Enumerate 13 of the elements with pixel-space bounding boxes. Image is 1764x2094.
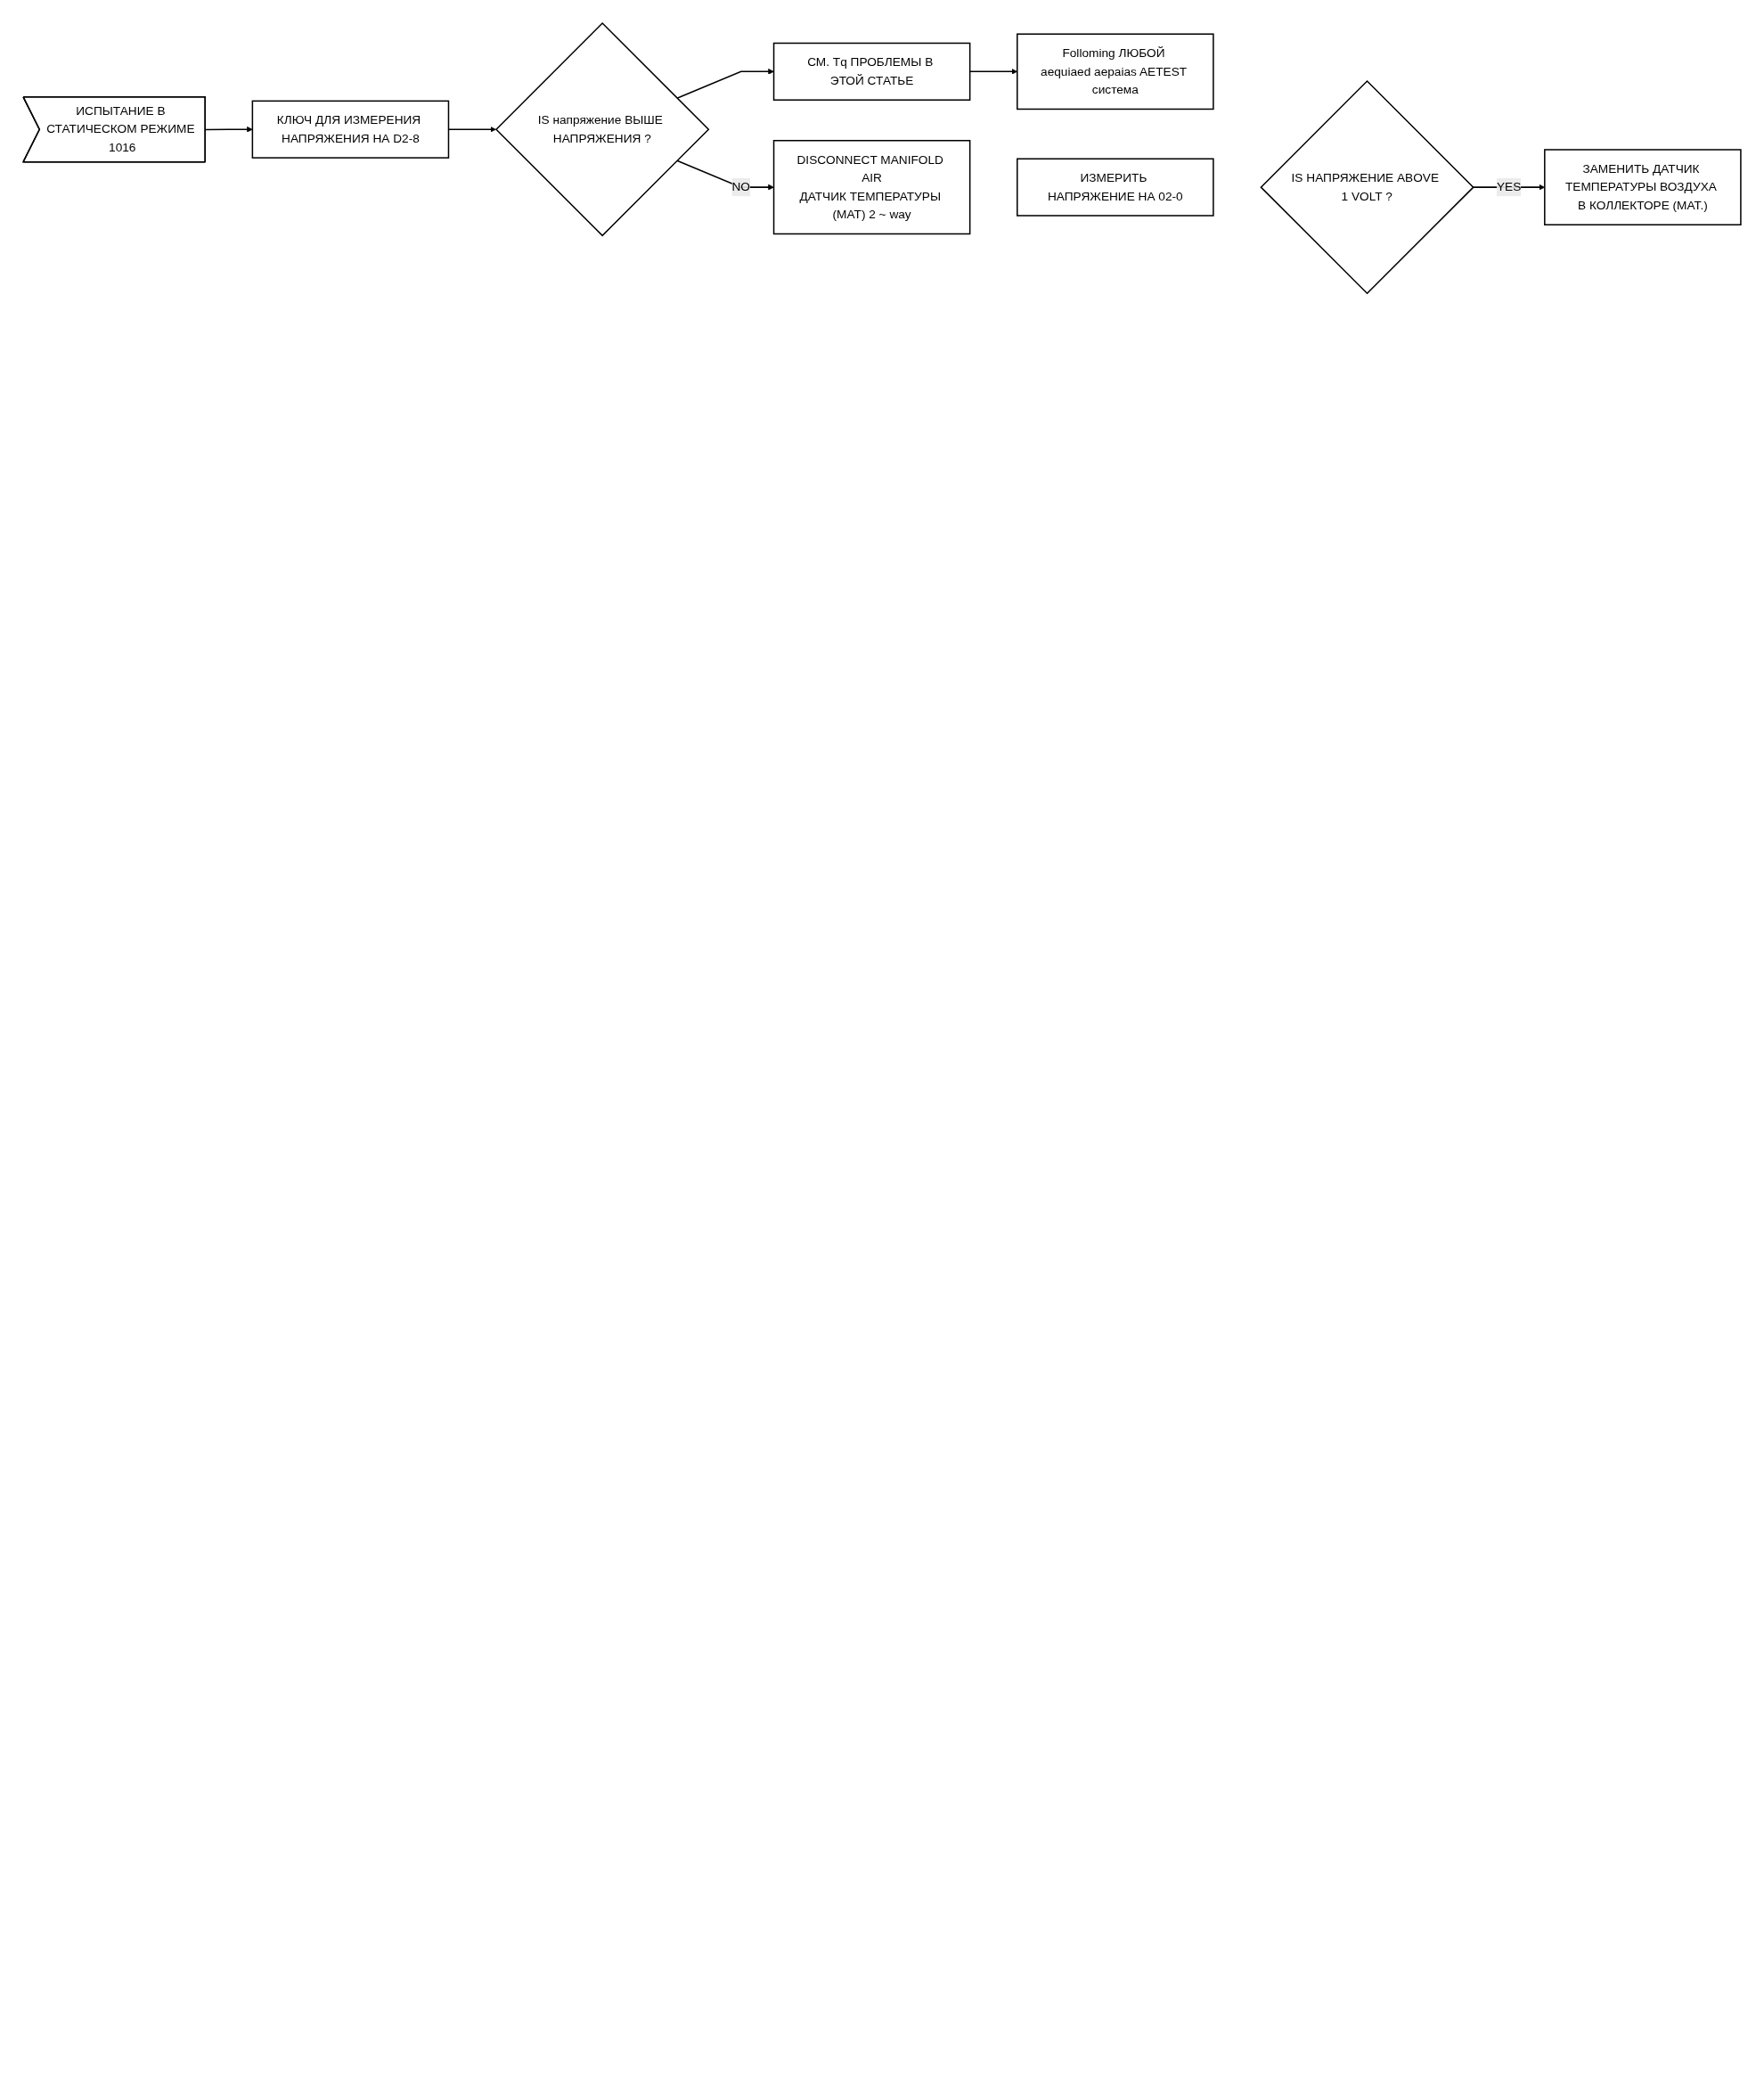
- node-diamond: IS напряжение ВЫШЕ НАПРЯЖЕНИЯ ?: [494, 22, 710, 237]
- edge-label: YES: [1496, 180, 1522, 194]
- node-box: ЗАМЕНИТЬ ДАТЧИК ТЕМПЕРАТУРЫ ВОЗДУХА В КОЛЛЕКТОРЕ (MAT.): [1544, 149, 1742, 225]
- arrow: [676, 160, 774, 191]
- node-box: DISCONNECT MANIFOLD AIR ДАТЧИК ТЕМПЕРАТУРЫ (MAT) 2 ~ way: [772, 140, 971, 235]
- arrow: [204, 126, 253, 133]
- node-box: Folloming ЛЮБОЙ aequiaed aepaias AETEST система: [1017, 33, 1214, 110]
- node-diamond: IS НАПРЯЖЕНИЕ ABOVE 1 VOLT ?: [1260, 79, 1474, 295]
- node-box: ИЗМЕРИТЬ НАПРЯЖЕНИЕ НА 02-0: [1017, 158, 1214, 217]
- node-box: СМ. Tq ПРОБЛЕМЫ В ЭТОЙ СТАТЬЕ: [772, 42, 971, 101]
- edge-label: NO: [731, 180, 750, 194]
- arrow: [676, 69, 774, 99]
- node-box: КЛЮЧ ДЛЯ ИЗМЕРЕНИЯ НАПРЯЖЕНИЯ НА D2-8: [251, 100, 450, 159]
